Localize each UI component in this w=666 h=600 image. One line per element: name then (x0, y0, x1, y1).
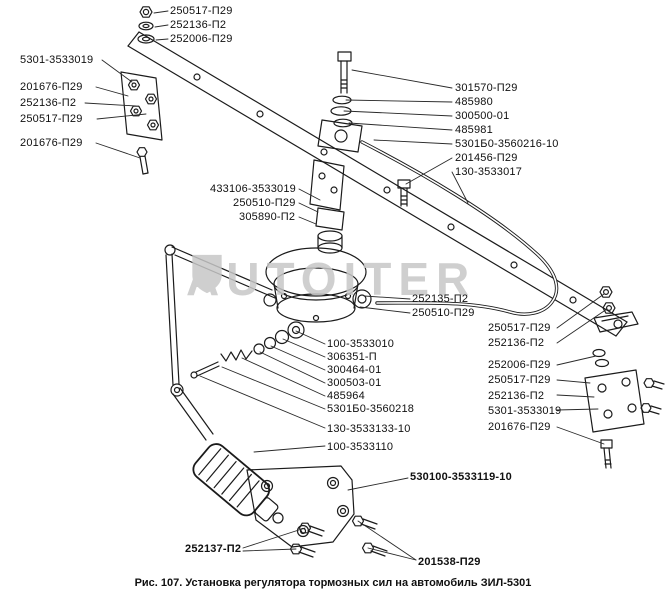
part-number-label: 201676-П29 (488, 421, 551, 433)
flat-washer-icon (137, 34, 155, 44)
part-number-label: 252006-П29 (170, 33, 233, 45)
part-number-label: 252136-П2 (488, 390, 545, 402)
part-number-label: 250517-П29 (170, 5, 233, 17)
beam-end-fork (592, 286, 639, 368)
boot-clevis (272, 512, 284, 524)
part-number-label: 252006-П29 (488, 359, 551, 371)
part-number-label: 5301-3533019 (20, 54, 94, 66)
leader-lines (84, 10, 608, 561)
part-number-label: 250510-П29 (233, 197, 296, 209)
part-number-label: 201676-П29 (20, 81, 83, 93)
part-number-label: 252137-П2 (185, 543, 242, 555)
part-number-label: 5301Б0-3560216-10 (455, 138, 559, 150)
hex-bolt (397, 179, 411, 207)
piston-rod-stack (190, 321, 305, 379)
part-number-label: 5301-3533019 (488, 405, 562, 417)
right-bracket (584, 369, 665, 469)
part-number-label: 5301Б0-3560218 (327, 403, 415, 415)
valve-mounting-plate (309, 159, 345, 211)
brake-pipe (360, 140, 559, 316)
mounting-bracket (246, 465, 355, 548)
hex-nut-icon (139, 6, 153, 18)
part-number-label: 305890-П2 (239, 211, 296, 223)
part-number-label: 250517-П29 (488, 322, 551, 334)
part-number-label: 201538-П29 (418, 556, 481, 568)
spring-washer-icon (138, 21, 154, 31)
part-number-label: 201456-П29 (455, 152, 518, 164)
part-number-label: 485981 (455, 124, 493, 136)
part-number-label: 485964 (327, 390, 365, 402)
part-number-label: 530100-3533119-10 (410, 471, 512, 483)
lever-linkage (164, 244, 276, 441)
part-number-label: 100-3533110 (327, 441, 394, 453)
part-number-label: 252135-П2 (412, 293, 469, 305)
bolt-below-left-bracket (136, 147, 149, 175)
frame-beam (127, 31, 628, 337)
part-number-label: 201676-П29 (20, 137, 83, 149)
part-number-label: 130-3533133-10 (327, 423, 411, 435)
part-number-label: 433106-3533019 (210, 183, 296, 195)
part-number-label: 252136-П2 (488, 337, 545, 349)
part-number-label: 300503-01 (327, 377, 382, 389)
part-number-label: 250517-П29 (488, 374, 551, 386)
rubber-boot (192, 443, 279, 522)
part-number-label: 100-3533010 (327, 338, 395, 350)
part-number-label: 300464-01 (327, 364, 382, 376)
regulator-valve (263, 207, 372, 323)
part-number-label: 250510-П29 (412, 307, 475, 319)
part-number-label: 130-3533017 (455, 166, 523, 178)
part-number-label: 250517-П29 (20, 113, 83, 125)
left-bracket (120, 71, 163, 141)
part-number-label: 301570-П29 (455, 82, 518, 94)
part-number-label: 252136-П2 (170, 19, 227, 31)
part-number-label: 485980 (455, 96, 493, 108)
part-number-label: 306351-П (327, 351, 377, 363)
part-number-label: 300500-01 (455, 110, 510, 122)
figure-caption: Рис. 107. Установка регулятора тормозных… (134, 577, 532, 589)
part-number-label: 252136-П2 (20, 97, 77, 109)
top-bolt-assembly (317, 51, 363, 153)
